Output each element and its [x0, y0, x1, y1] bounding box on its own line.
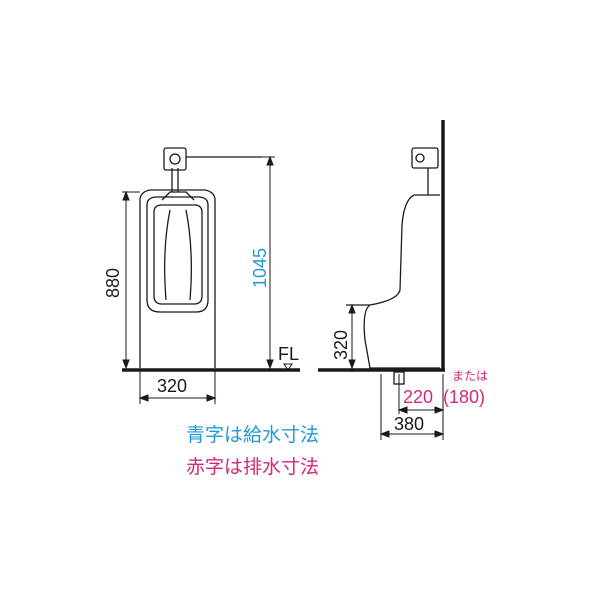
front-spreader [161, 191, 195, 201]
front-bowl-shadow [164, 209, 192, 301]
drain-height-label-320: 320 [331, 330, 351, 360]
front-urinal-body [139, 189, 216, 368]
front-view [122, 147, 300, 372]
dim-880 [122, 190, 140, 370]
side-urinal-body [363, 194, 440, 369]
dim-320-drain-height [346, 303, 370, 370]
side-flush-valve [411, 147, 439, 169]
dim-1045 [262, 155, 275, 370]
drain-offset-alt-label-180: (180) [443, 387, 485, 407]
supply-height-label-1045: 1045 [250, 248, 270, 288]
legend-supply-note: 青字は給水寸法 [186, 424, 320, 446]
depth-label-380: 380 [394, 414, 424, 434]
side-flush-sensor [415, 153, 425, 163]
front-urinal-rim [146, 196, 209, 313]
front-flush-sensor [169, 153, 181, 165]
floor-level-marker [283, 363, 293, 371]
front-flush-valve [163, 147, 187, 171]
width-label-320: 320 [157, 376, 187, 396]
height-label-880: 880 [103, 268, 123, 298]
alternative-note: または [452, 369, 488, 383]
dim-320-width [138, 370, 217, 404]
legend-drain-note: 赤字は排水寸法 [186, 456, 320, 478]
front-urinal-bowl [153, 204, 203, 305]
floor-level-label: FL [278, 344, 299, 364]
dim-380-depth [379, 374, 445, 440]
dim-220-drain-offset [397, 374, 445, 440]
drain-offset-label-220: 220 [403, 387, 433, 407]
